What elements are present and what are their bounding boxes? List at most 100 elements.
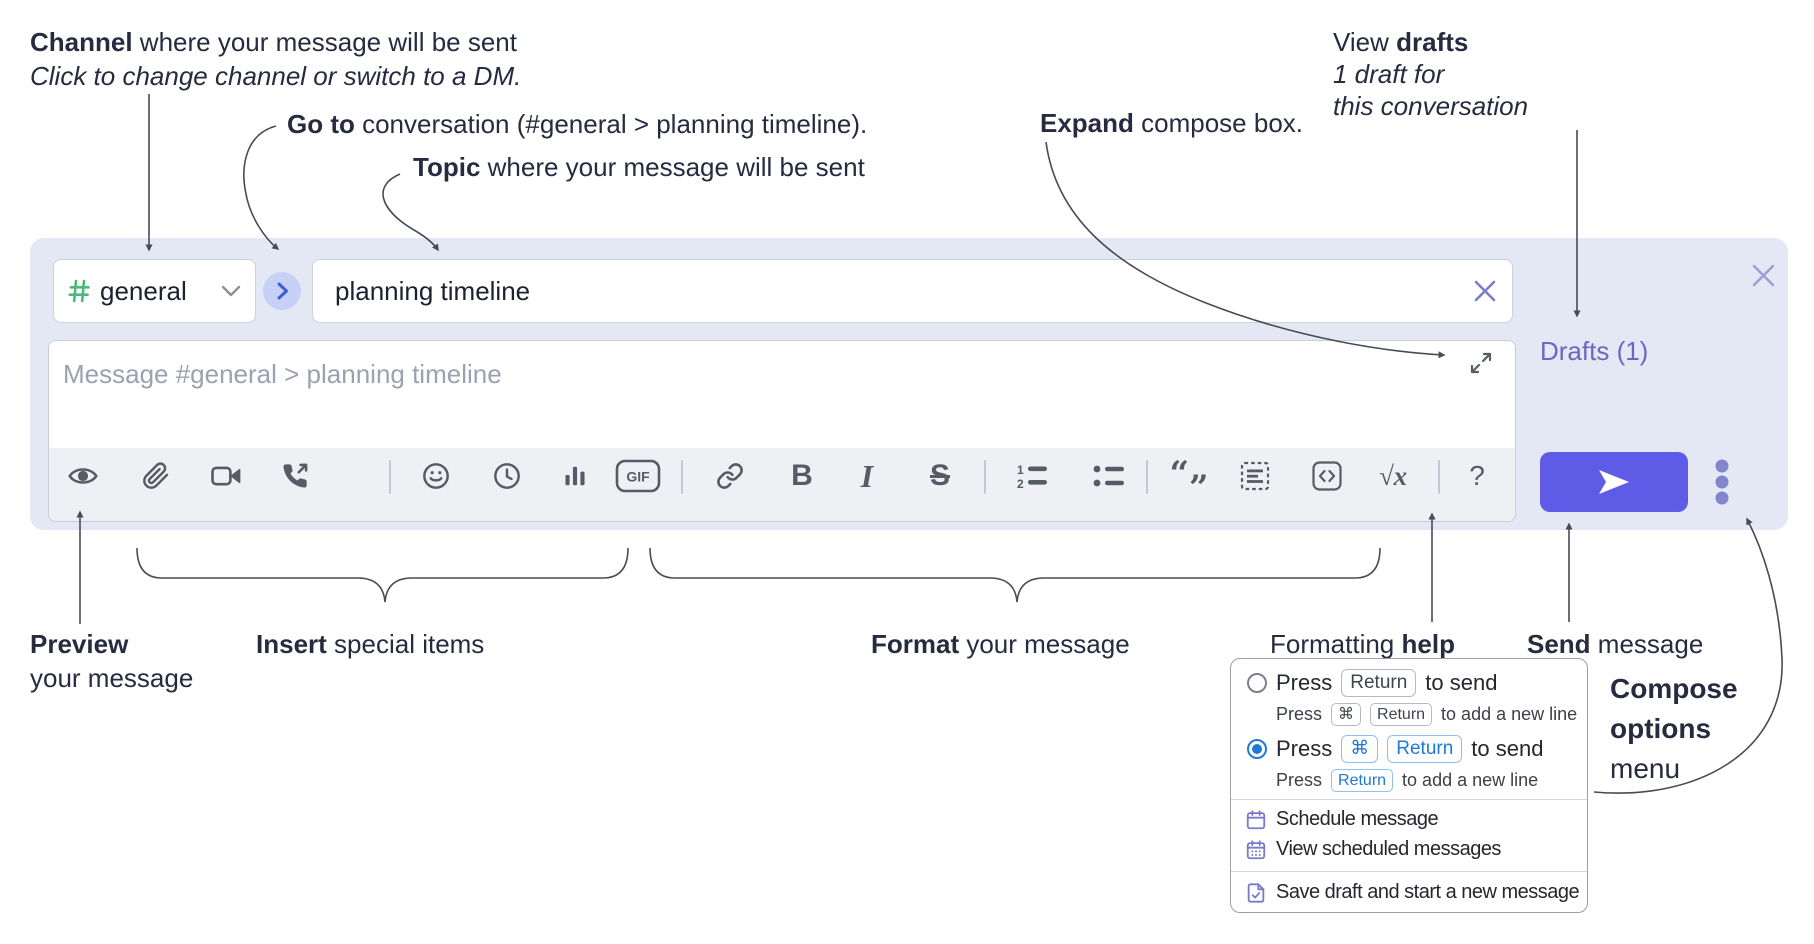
formatting-help-bold: help: [1401, 629, 1455, 659]
format-annotation-rest: your message: [959, 629, 1130, 659]
view-drafts-sub1: 1 draft for: [1333, 59, 1445, 89]
enter-sends-option[interactable]: Press Return to send: [1247, 669, 1497, 697]
cmd-enter-sends-option[interactable]: Press ⌘ Return to send: [1247, 735, 1543, 763]
preview-button[interactable]: [63, 456, 103, 496]
toolbar-divider: [1146, 460, 1148, 494]
ol-number-1: 1: [1017, 463, 1024, 477]
chevron-right-icon: [277, 282, 288, 300]
add-gif-button[interactable]: GIF: [615, 456, 661, 496]
opt1-pre: Press: [1276, 670, 1333, 695]
ol-number-2: 2: [1017, 477, 1024, 490]
toolbar-divider: [681, 460, 683, 494]
strikethrough-label: S: [929, 459, 950, 492]
view-drafts-bold: drafts: [1396, 27, 1469, 57]
view-drafts-annotation: View drafts: [1333, 26, 1468, 58]
close-compose-icon[interactable]: [1750, 262, 1777, 289]
schedule-message-label: Schedule message: [1276, 808, 1439, 830]
bold-label: B: [791, 459, 813, 492]
link-icon: [717, 463, 743, 489]
compose-options-bold1: Compose: [1610, 673, 1738, 704]
phone-call-icon: [283, 463, 308, 488]
opt2-post: to send: [1471, 736, 1544, 761]
gif-icon: GIF: [615, 459, 661, 493]
opt2-pre: Press: [1276, 736, 1333, 761]
code-button[interactable]: [1307, 456, 1347, 496]
eye-icon: [68, 468, 98, 484]
bold-button[interactable]: B: [782, 456, 822, 496]
clear-topic-icon[interactable]: [1472, 278, 1498, 304]
opt2-return-key: Return: [1387, 735, 1463, 763]
bulleted-list-button[interactable]: [1089, 456, 1129, 496]
hash-icon: [68, 279, 90, 303]
add-poll-button[interactable]: [555, 456, 595, 496]
popup-divider: [1231, 799, 1587, 800]
math-button[interactable]: √x: [1371, 456, 1415, 496]
channel-annotation-rest: where your message will be sent: [132, 27, 517, 57]
emoji-button[interactable]: [416, 456, 456, 496]
compose-options-kebab-icon[interactable]: [1706, 458, 1738, 506]
compose-options-annotation: Compose options menu: [1610, 669, 1738, 789]
message-textarea[interactable]: [49, 341, 1515, 446]
goto-annotation-bold: Go to: [287, 109, 355, 139]
numbered-list-button[interactable]: 1 2: [1012, 456, 1052, 496]
spoiler-icon: [1240, 461, 1270, 491]
popup-divider: [1231, 871, 1587, 872]
radio-unselected-icon[interactable]: [1247, 673, 1267, 693]
calendar-grid-icon: [1246, 839, 1266, 859]
italic-button[interactable]: I: [847, 456, 887, 496]
format-brace: [649, 547, 1381, 603]
clock-icon: [494, 463, 520, 489]
goto-annotation-rest: conversation (#general > planning timeli…: [354, 109, 868, 139]
draft-check-icon: [1247, 882, 1265, 903]
send-annotation-rest: message: [1590, 629, 1704, 659]
strikethrough-button[interactable]: S: [920, 456, 960, 496]
smiley-icon: [423, 463, 449, 489]
opt1-cmd-key: ⌘: [1331, 703, 1362, 726]
opt2-cmd-key: ⌘: [1341, 735, 1379, 763]
video-call-button[interactable]: [206, 456, 246, 496]
topic-input-wrap: [312, 259, 1513, 323]
view-drafts-sub2: this conversation: [1333, 91, 1529, 121]
enter-sends-option-subtext: Press ⌘ Return to add a new line: [1276, 703, 1577, 726]
quote-icon: “”: [1169, 453, 1209, 508]
bar-chart-icon: [565, 466, 585, 486]
opt2-sub-post: to add a new line: [1402, 770, 1539, 790]
goto-conversation-button[interactable]: [263, 272, 301, 310]
spoiler-button[interactable]: [1235, 456, 1275, 496]
schedule-message-item[interactable]: Schedule message: [1245, 808, 1439, 831]
toolbar-divider: [389, 460, 391, 494]
channel-selector[interactable]: general: [53, 259, 256, 323]
compose-options-rest: menu: [1610, 753, 1681, 784]
topic-input[interactable]: [333, 274, 1472, 308]
formatting-help-button[interactable]: ?: [1457, 456, 1497, 496]
view-scheduled-messages-item[interactable]: View scheduled messages: [1245, 838, 1501, 861]
opt1-return-key: Return: [1341, 669, 1417, 697]
channel-annotation-sub: Click to change channel or switch to a D…: [30, 61, 522, 91]
quote-button[interactable]: “”: [1169, 453, 1209, 508]
send-button[interactable]: [1540, 452, 1688, 512]
compose-options-menu: Press Return to send Press ⌘ Return to a…: [1230, 658, 1588, 913]
expand-annotation: Expand compose box.: [1040, 107, 1303, 139]
paper-plane-icon: [1599, 470, 1629, 494]
insert-annotation: Insert special items: [256, 628, 484, 660]
channel-selector-label: general: [100, 275, 187, 306]
chevron-down-icon: [221, 285, 241, 297]
radio-selected-icon[interactable]: [1247, 739, 1267, 759]
calendar-icon: [1246, 809, 1266, 829]
attach-file-button[interactable]: [136, 456, 176, 496]
formatting-help-annotation: Formatting help: [1270, 628, 1455, 660]
save-draft-item[interactable]: Save draft and start a new message: [1245, 881, 1580, 904]
math-label: √x: [1378, 460, 1408, 491]
cmd-enter-sends-option-subtext: Press Return to add a new line: [1276, 769, 1538, 792]
send-annotation-bold: Send: [1527, 629, 1591, 659]
video-camera-icon: [211, 466, 241, 486]
insert-link-button[interactable]: [710, 456, 750, 496]
add-global-time-button[interactable]: [487, 456, 527, 496]
paperclip-icon: [143, 462, 169, 489]
audio-call-button[interactable]: [275, 456, 315, 496]
expand-compose-icon[interactable]: [1469, 351, 1493, 375]
expand-annotation-bold: Expand: [1040, 108, 1134, 138]
drafts-link[interactable]: Drafts (1): [1540, 336, 1649, 366]
topic-annotation: Topic where your message will be sent: [413, 151, 865, 183]
opt1-post: to send: [1425, 670, 1498, 695]
